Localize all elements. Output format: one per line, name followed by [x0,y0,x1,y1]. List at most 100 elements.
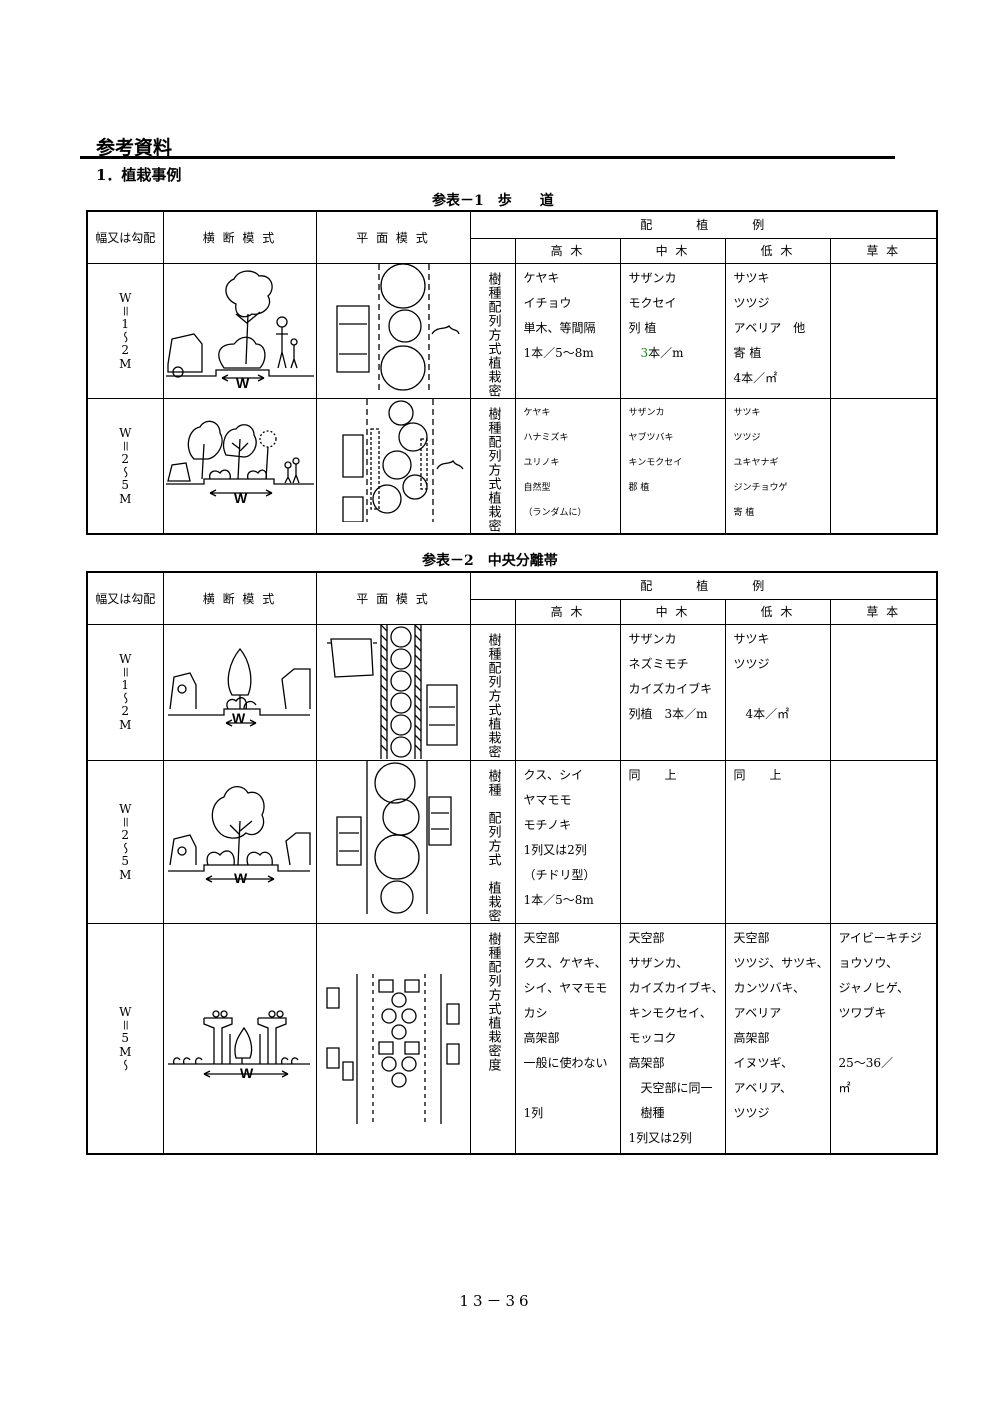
grass-item: ツワブキ [838,1005,887,1020]
mid-item: モクセイ [628,295,677,310]
tall-item: 単木、等間隔 [523,320,596,335]
section-title: 1．植栽事例 [96,166,182,184]
tall-item: 高架部 [523,1030,560,1045]
table2-caption: 参表－2 中央分離帯 [422,553,558,569]
width-label: W＝5M～ [86,922,164,1154]
median-cross-section-sketch: W [167,647,311,727]
mid-item: 郡 植 [628,482,650,493]
svg-text:W: W [240,1065,254,1081]
header-grass: 草 本 [829,598,938,625]
header-low-tree: 低 木 [724,237,831,264]
tall-item: （チドリ型） [523,867,596,882]
heading-rule [80,156,895,159]
page-heading: 参考資料 [96,137,173,159]
header-mid-tree: 中 木 [619,598,726,625]
mid-tree-cell: サザンカ ヤブツバキ キンモクセイ 郡 植 [619,397,726,534]
tall-item: ユリノキ [523,457,560,468]
arrangement-text: 樹種配列方式植栽密度 [485,931,501,1072]
tall-item: クス、ケヤキ、 [523,955,607,970]
header-cross-section: 横 断 模 式 [162,571,317,625]
width-label: W＝2～5M [86,759,164,924]
grass-item [839,1026,929,1051]
tall-item: ケヤキ [523,407,551,418]
plan-figure [315,623,471,761]
tall-tree-cell: クス、シイ ヤマモモ モチノキ 1列又は2列 （チドリ型） 1本／5～8m [514,759,621,924]
arrangement-text: 樹種配列方式植栽密 [485,271,501,398]
low-item: ツツジ [733,1105,770,1120]
low-item: 寄 植 [733,345,762,360]
arrangement-label: 樹種配列方式植栽密度 [469,922,516,1154]
low-item: カンツバキ、 [733,980,806,995]
table-row: W＝2～5M [86,397,938,534]
plan-figure [315,262,471,399]
arrangement-text: 樹種 配列方式 植栽密 [485,768,501,923]
grass-item: ジャノヒゲ、 [838,980,909,995]
mid-item: サザンカ、 [628,955,689,970]
grass-item: ㎡ [838,1080,851,1095]
low-item: アベリア 他 [733,320,806,335]
arrangement-label: 樹種配列方式植栽密 [469,623,516,761]
tall-item: シイ、ヤマモモ [523,980,608,995]
table2: 幅又は勾配 横 断 模 式 平 面 模 式 配 植 例 高 木 中 木 低 木 … [86,571,939,1155]
arrangement-label: 樹種配列方式植栽密 [469,397,516,534]
width-label: W＝2～5M [86,397,164,534]
low-item [734,677,822,702]
tall-item: 天空部 [523,930,560,945]
low-item: ツツジ [733,432,761,443]
grass-cell [829,759,938,924]
tall-item [524,1076,612,1101]
mid-item: キンモクセイ [628,457,683,468]
tall-tree-cell: ケヤキ イチョウ 単木、等間隔 1本／5～8m [514,262,621,399]
width-value: W＝5M～ [118,1005,133,1071]
cross-section-figure: W [162,922,317,1154]
table-row: W＝1～2M W [86,623,938,761]
grass-cell [829,397,938,534]
header-mid-tree: 中 木 [619,237,726,264]
tall-tree-cell: 天空部 クス、ケヤキ、 シイ、ヤマモモ カシ 高架部 一般に使わない 1列 [514,922,621,1154]
mid-item: 列植 3本／m [628,706,708,721]
low-item: イヌツギ、 [733,1055,794,1070]
svg-text:W: W [234,870,248,886]
page-number: 13－36 [459,1292,533,1310]
tall-item: 1列 [523,1105,544,1120]
tall-tree-cell [514,623,621,761]
table-row: W＝5M～ W [86,922,938,1154]
elevated-median-cross-section-sketch: W [167,1009,310,1081]
density-number: 3 [640,345,649,360]
mid-tree-cell: 天空部 サザンカ、 カイズカイブキ、 キンモクセイ、 モッコク 高架部 天空部に… [619,922,726,1154]
grass-cell [829,262,938,399]
tall-item: カシ [523,1005,548,1020]
arrangement-text: 樹種配列方式植栽密 [485,632,501,759]
tall-item: ハナミズキ [523,432,569,443]
table-row: W＝2～5M W [86,759,938,924]
mid-tree-cell: サザンカ モクセイ 列 植 3本／m [619,262,726,399]
mid-item: 1列又は2列 [628,1130,692,1145]
mid-item: 同 上 [628,767,677,782]
table-row: W＝1～2M W [86,262,938,399]
tall-item: ケヤキ [523,270,560,285]
plan-figure [315,397,471,534]
low-tree-cell: 同 上 [724,759,831,924]
tall-item: 1本／5～8m [523,892,594,907]
median-cross-section-sketch: W [167,785,311,886]
tall-item: クス、シイ [523,767,584,782]
low-item: ジンチョウゲ [733,482,788,493]
svg-text:W: W [234,490,248,506]
table1: 幅又は勾配 横 断 模 式 平 面 模 式 配 植 例 高 木 中 木 低 木 … [86,210,939,535]
svg-text:W: W [232,710,246,726]
header-planting-example: 配 植 例 [469,571,938,600]
mid-item: ヤブツバキ [628,432,674,443]
elevated-median-plan-sketch [325,973,460,1124]
low-item: アベリア、 [733,1080,793,1095]
tall-item: 一般に使わない [523,1055,608,1070]
tall-item: ヤマモモ [523,792,572,807]
low-item: 天空部 [733,930,770,945]
low-tree-cell: サツキ ツツジ 4本／㎡ [724,623,831,761]
low-item: サツキ [733,270,770,285]
header-width: 幅又は勾配 [86,210,164,264]
arrangement-text: 樹種配列方式植栽密 [485,406,501,533]
header-low-tree: 低 木 [724,598,831,625]
low-item: サツキ [733,407,761,418]
tall-item: （ランダムに） [523,507,587,518]
grass-cell: アイビーキチジ ョウソウ、 ジャノヒゲ、 ツワブキ 25～36／ ㎡ [829,922,938,1154]
